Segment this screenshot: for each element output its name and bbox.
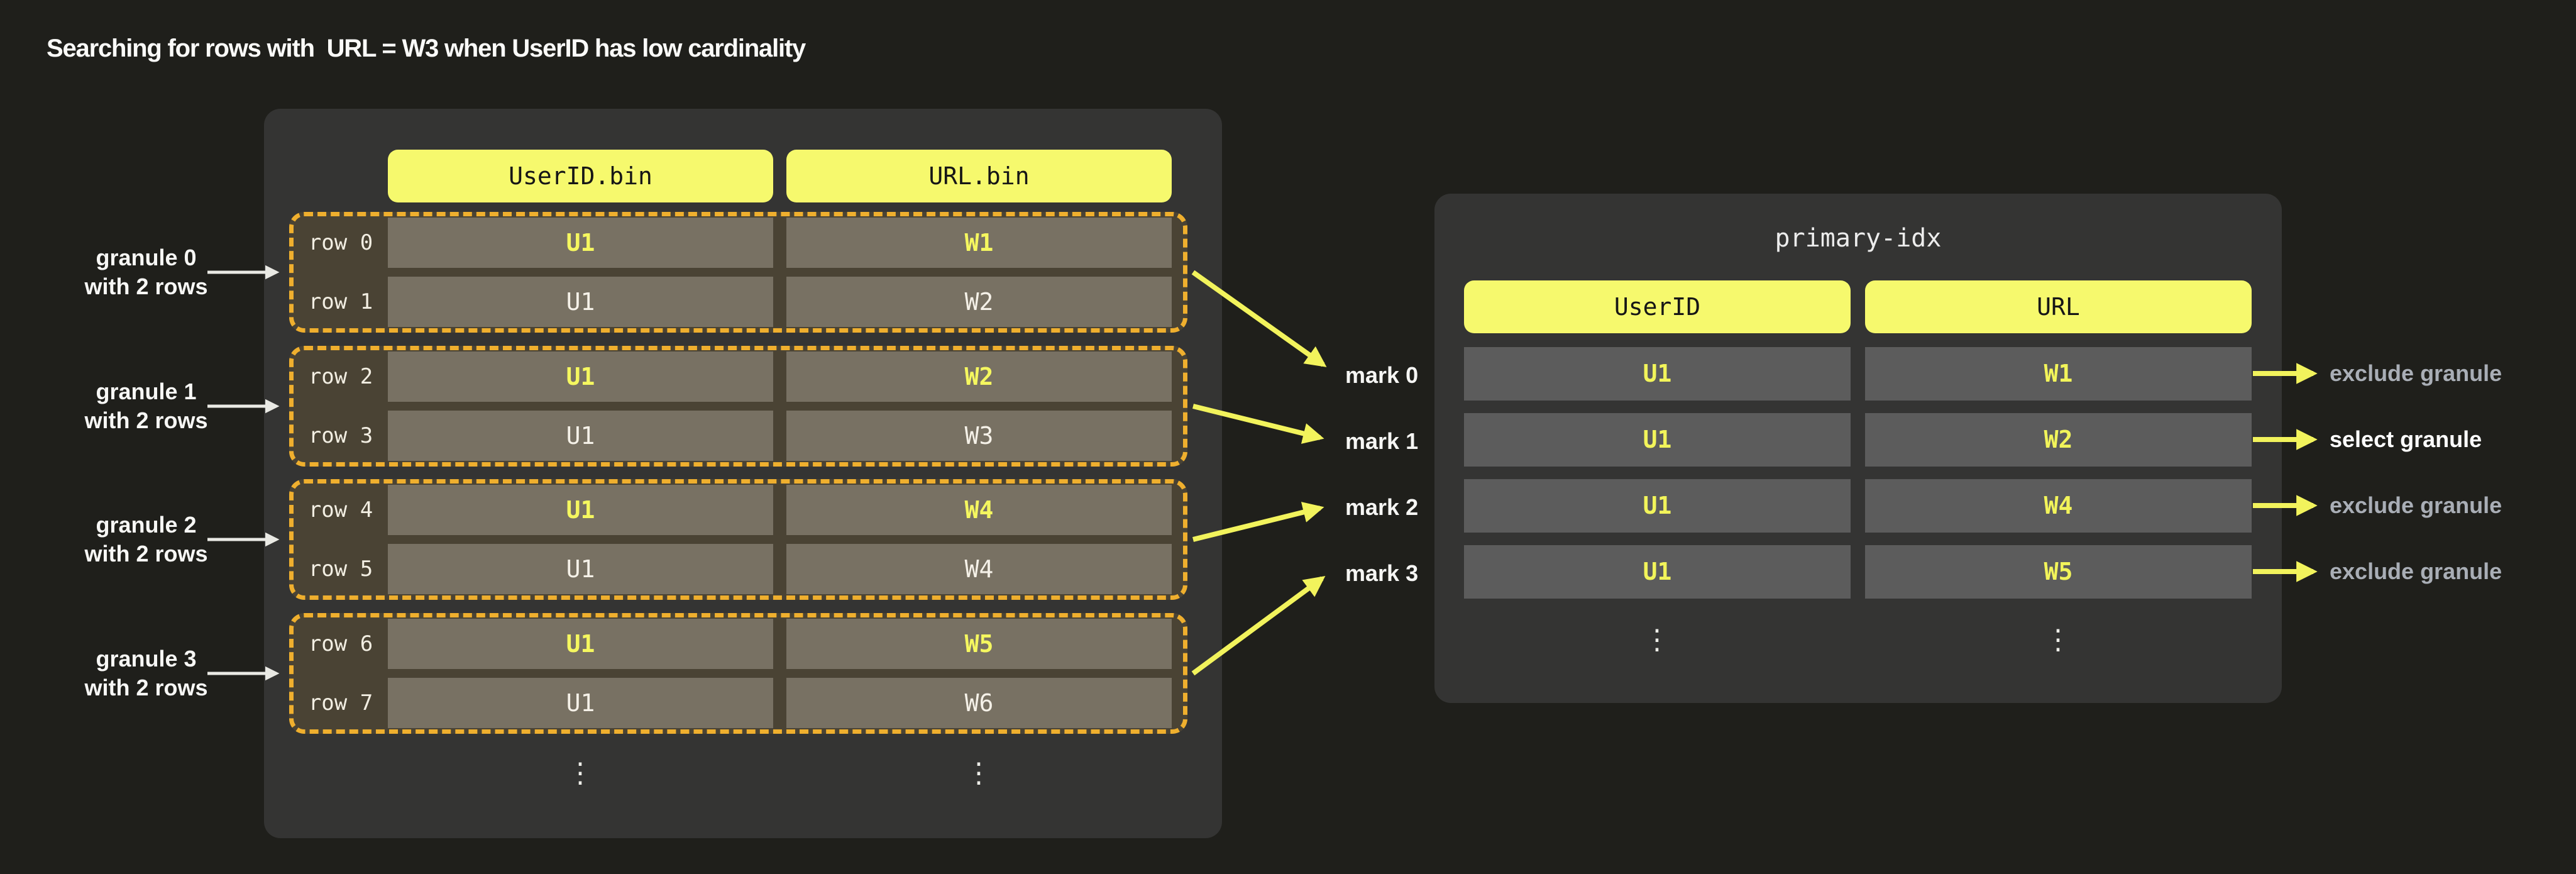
granule-label-2: granule 2 with 2 rows [84, 512, 208, 567]
userid-cell: U1 [388, 351, 773, 402]
annotation-exclude-granule-2: exclude granule [2330, 492, 2502, 518]
userid-cell: U1 [388, 485, 773, 535]
annotation-select-granule: select granule [2330, 426, 2482, 452]
index-userid-cell: U1 [1464, 545, 1851, 599]
row-label: row 3 [308, 423, 373, 448]
row-label: row 1 [308, 289, 373, 314]
annotation-exclude-granule-0: exclude granule [2330, 360, 2502, 386]
userid-cell: U1 [388, 411, 773, 461]
row-label: row 7 [308, 690, 373, 716]
mark-label-3: mark 3 [1345, 560, 1419, 586]
url-cell: W2 [786, 277, 1172, 327]
mark-label-2: mark 2 [1345, 494, 1419, 520]
granule-label-0: granule 0 with 2 rows [84, 245, 208, 299]
url-cell: W4 [786, 544, 1172, 594]
url-cell: W2 [786, 351, 1172, 402]
page-title: Searching for rows with URL = W3 when Us… [47, 35, 806, 62]
granule-box-0: row 0 U1 W1 row 1 U1 W2 [289, 212, 1187, 333]
column-header-userid: UserID [1464, 280, 1851, 333]
annotation-exclude-granule-3: exclude granule [2330, 558, 2502, 584]
column-header-userid-bin: UserID.bin [388, 150, 773, 202]
row-label: row 5 [308, 556, 373, 582]
ellipsis-url-bin: ⋮ [965, 757, 993, 789]
granule-box-2: row 4 U1 W4 row 5 U1 W4 [289, 479, 1187, 600]
row-label: row 2 [308, 364, 373, 389]
index-userid-cell: U1 [1464, 479, 1851, 533]
url-cell: W3 [786, 411, 1172, 461]
index-userid-cell: U1 [1464, 347, 1851, 401]
index-url-cell: W2 [1865, 413, 2252, 467]
column-header-url: URL [1865, 280, 2252, 333]
url-cell: W6 [786, 678, 1172, 728]
url-cell: W1 [786, 218, 1172, 268]
granule-box-3: row 6 U1 W5 row 7 U1 W6 [289, 613, 1187, 734]
userid-cell: U1 [388, 619, 773, 669]
row-label: row 4 [308, 497, 373, 523]
mark-label-0: mark 0 [1345, 362, 1419, 388]
mark-label-1: mark 1 [1345, 428, 1419, 454]
url-cell: W4 [786, 485, 1172, 535]
index-url-cell: W1 [1865, 347, 2252, 401]
ellipsis-userid-bin: ⋮ [566, 757, 594, 789]
granule-box-1: row 2 U1 W2 row 3 U1 W3 [289, 346, 1187, 467]
userid-cell: U1 [388, 678, 773, 728]
granule-label-1: granule 1 with 2 rows [84, 379, 208, 433]
row-label: row 0 [308, 230, 373, 255]
row-label: row 6 [308, 631, 373, 656]
column-header-url-bin: URL.bin [786, 150, 1172, 202]
userid-cell: U1 [388, 218, 773, 268]
userid-cell: U1 [388, 544, 773, 594]
userid-cell: U1 [388, 277, 773, 327]
granule-label-3: granule 3 with 2 rows [84, 646, 208, 700]
primary-index-title: primary-idx [1775, 224, 1942, 253]
ellipsis-index-url: ⋮ [2044, 624, 2072, 656]
ellipsis-index-userid: ⋮ [1643, 624, 1671, 656]
index-url-cell: W4 [1865, 479, 2252, 533]
index-userid-cell: U1 [1464, 413, 1851, 467]
url-cell: W5 [786, 619, 1172, 669]
index-url-cell: W5 [1865, 545, 2252, 599]
